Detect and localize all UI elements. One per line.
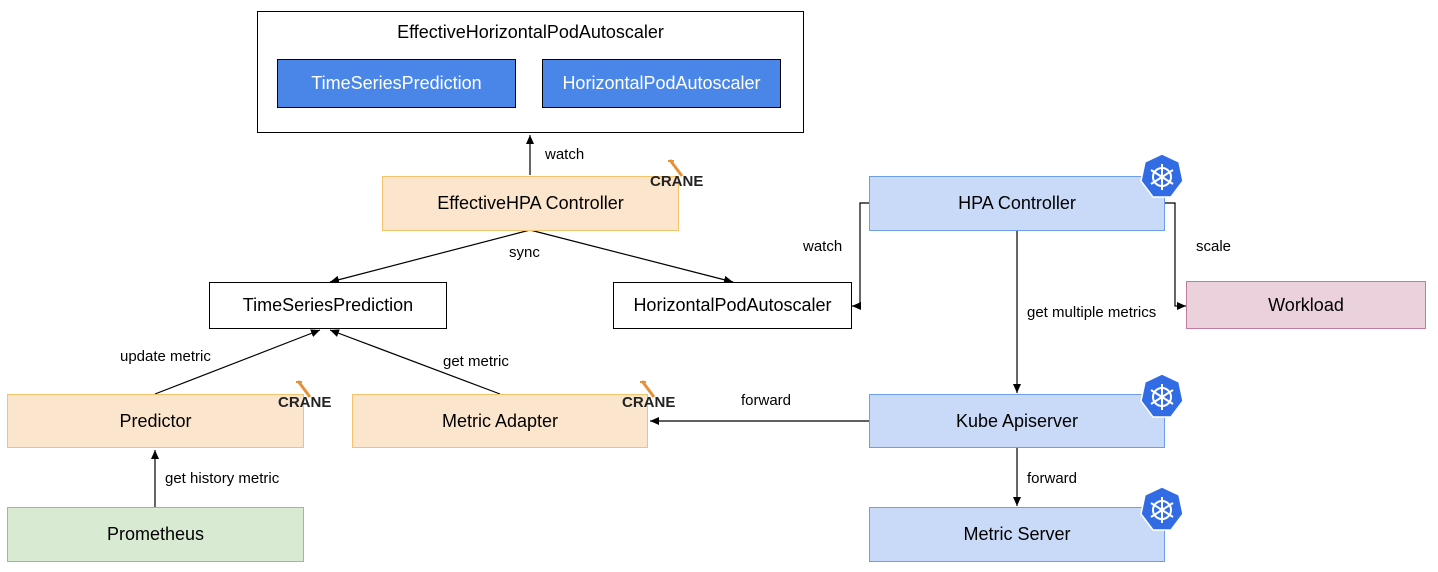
edge-scale (1165, 202, 1186, 310)
crane-logo-icon: CRANE (622, 380, 675, 409)
node-kube-apiserver: Kube Apiserver (869, 394, 1165, 448)
edge-sync-right (529, 229, 734, 284)
node-hpa-controller: HPA Controller (869, 176, 1165, 231)
container-title: EffectiveHorizontalPodAutoscaler (397, 22, 664, 42)
edge-get-metric (329, 329, 501, 395)
label-forward-metric-server: forward (1027, 470, 1078, 487)
svg-text:CRANE: CRANE (650, 173, 703, 188)
container-item-time-series-prediction: TimeSeriesPrediction (277, 59, 516, 108)
node-prometheus: Prometheus (7, 507, 304, 562)
container-item-horizontal-pod-autoscaler: HorizontalPodAutoscaler (542, 59, 781, 108)
node-metric-server: Metric Server (869, 507, 1165, 562)
edge-sync-left (329, 229, 531, 284)
edge-update-metric (154, 329, 321, 395)
label-scale: scale (1196, 238, 1232, 255)
kubernetes-helm-icon (1140, 373, 1184, 418)
node-time-series-prediction: TimeSeriesPrediction (209, 282, 447, 329)
node-workload: Workload (1186, 281, 1426, 329)
label-watch-hpa: watch (803, 238, 843, 255)
kubernetes-helm-icon (1140, 486, 1184, 531)
svg-text:CRANE: CRANE (622, 394, 675, 409)
label-get-multiple-metrics: get multiple metrics (1027, 304, 1157, 321)
crane-logo-icon: CRANE (650, 159, 703, 188)
node-effective-hpa-controller: EffectiveHPA Controller (382, 176, 679, 231)
node-horizontal-pod-autoscaler: HorizontalPodAutoscaler (613, 282, 852, 329)
crane-logo-icon: CRANE (278, 380, 331, 409)
label-forward-adapter: forward (741, 392, 792, 409)
label-get-history-metric: get history metric (165, 470, 280, 487)
node-metric-adapter: Metric Adapter (352, 394, 648, 448)
label-watch-top: watch (545, 146, 585, 163)
node-predictor: Predictor (7, 394, 304, 448)
edge-watch-hpa (852, 202, 869, 310)
label-update-metric: update metric (120, 348, 211, 365)
svg-text:CRANE: CRANE (278, 394, 331, 409)
label-get-metric: get metric (443, 353, 509, 370)
label-sync: sync (509, 244, 540, 261)
kubernetes-helm-icon (1140, 153, 1184, 198)
